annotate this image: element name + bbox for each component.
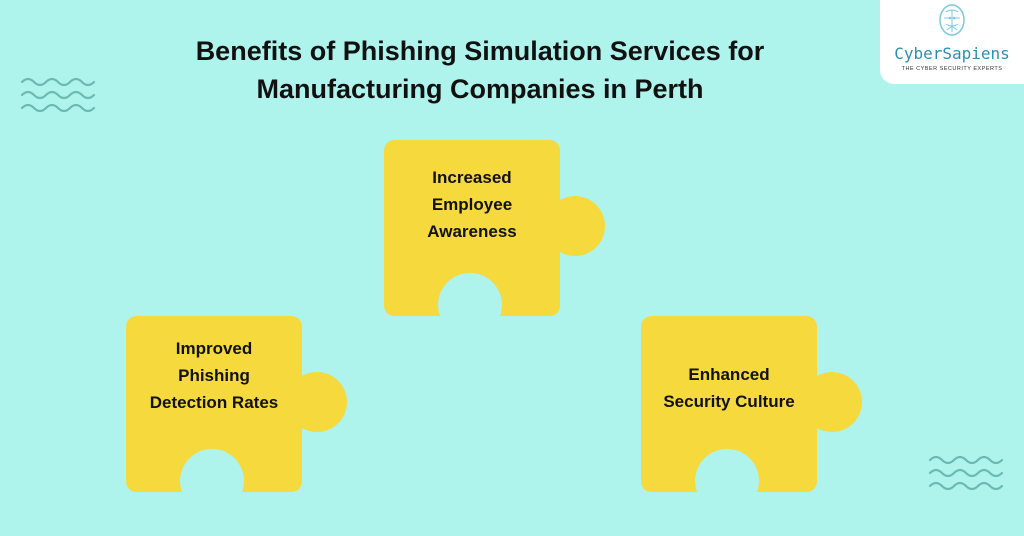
title-line-2: Manufacturing Companies in Perth: [256, 74, 704, 104]
brain-circuit-icon: [939, 4, 965, 36]
wave-decoration-left: [20, 77, 96, 113]
puzzle-piece-icon: [126, 316, 347, 492]
puzzle-piece-awareness: Increased Employee Awareness: [384, 140, 616, 316]
wave-decoration-right: [928, 455, 1004, 491]
puzzle-piece-culture: Enhanced Security Culture: [641, 316, 873, 492]
brand-name: CyberSapiens: [894, 44, 1010, 63]
title-line-1: Benefits of Phishing Simulation Services…: [195, 36, 765, 66]
piece-label: Enhanced Security Culture: [663, 365, 795, 411]
page-title: Benefits of Phishing Simulation Services…: [0, 32, 960, 108]
puzzle-piece-icon: [641, 316, 862, 492]
piece-label: Increased Employee Awareness: [427, 168, 517, 241]
cybersapiens-logo: CyberSapiens THE CYBER SECURITY EXPERTS: [880, 0, 1024, 84]
piece-label: Improved Phishing Detection Rates: [149, 339, 279, 412]
puzzle-piece-detection: Improved Phishing Detection Rates: [126, 316, 358, 492]
brand-tagline: THE CYBER SECURITY EXPERTS: [901, 66, 1003, 72]
puzzle-piece-icon: [384, 140, 605, 316]
